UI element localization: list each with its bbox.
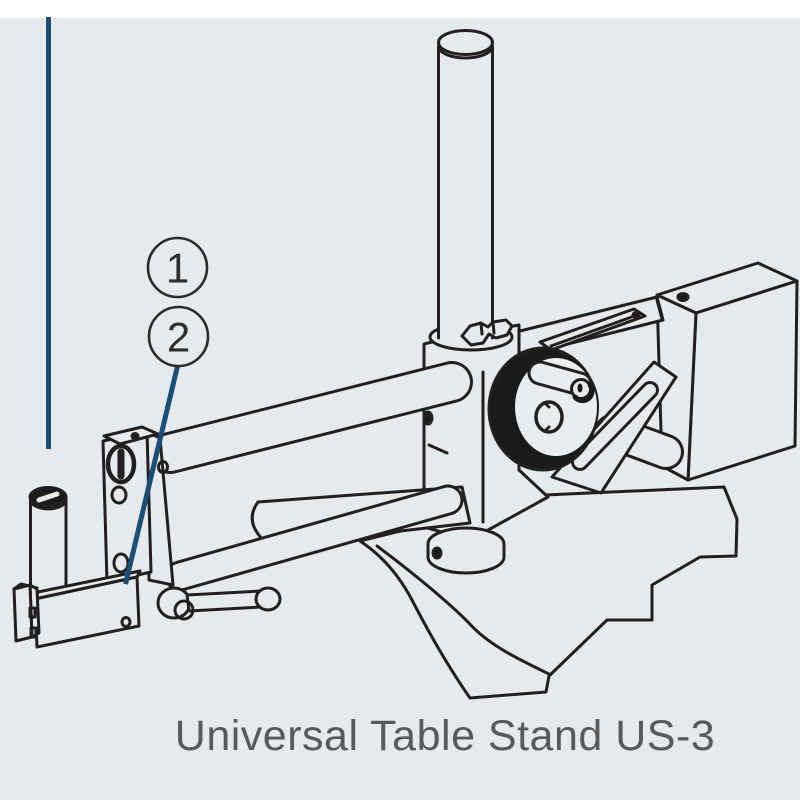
top-white-strip [0, 0, 800, 18]
lock-lever [156, 586, 282, 621]
callout-2-label: 2 [167, 314, 190, 361]
counterweight-box [655, 261, 799, 482]
slide-bracket [101, 425, 175, 587]
diagonal-brace [550, 360, 678, 495]
top-rail [514, 295, 665, 358]
clamp-block [33, 569, 142, 649]
lower-guide-rail [164, 484, 464, 592]
upper-guide-rail [149, 361, 473, 474]
leader-lines [46, 17, 181, 585]
product-caption: Universal Table Stand US-3 [174, 712, 716, 760]
focus-knob [487, 346, 599, 472]
callout-2-marker: 2 [147, 305, 210, 368]
callout-1-label: 1 [166, 245, 189, 292]
clamp-end-plate [12, 582, 41, 643]
callout-1-marker: 1 [146, 236, 209, 299]
swivel-disc [426, 526, 506, 575]
holder-cylinder [28, 486, 68, 602]
wing-nut [460, 318, 514, 347]
vertical-pillar [437, 29, 494, 340]
